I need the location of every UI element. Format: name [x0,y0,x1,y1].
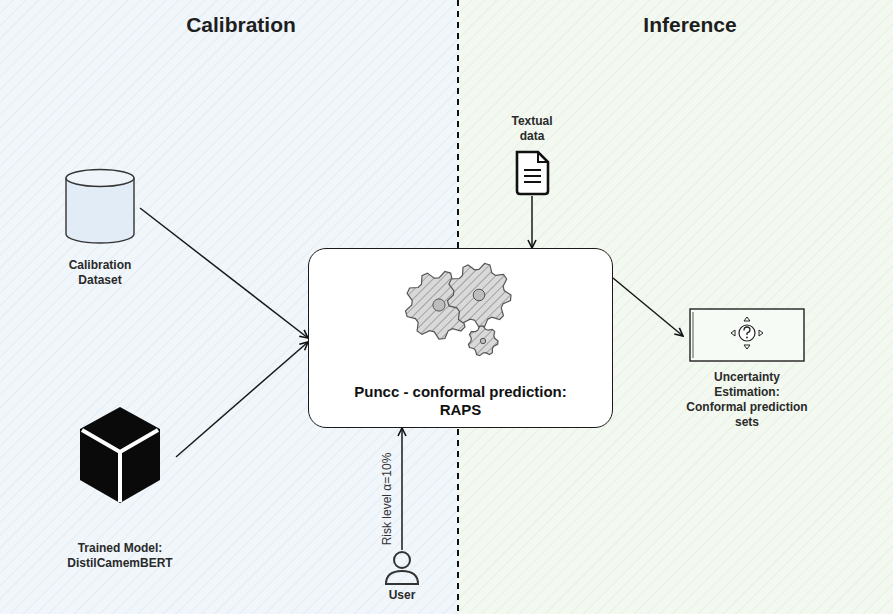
cube-edges [82,430,158,502]
node-label: Puncc - conformal prediction: RAPS [341,383,581,419]
gear-hub [473,289,485,301]
region-heading: Inference [643,13,736,37]
cube-body [80,407,160,503]
edge-label: Risk level α=10% [380,453,394,546]
document-outline [517,152,548,194]
output-node: Uncertainty Estimation: Conformal predic… [683,308,811,430]
question-mark [744,327,750,335]
uncertainty-frame [690,309,804,361]
user-node: User [372,550,432,603]
process-box: Puncc - conformal prediction: RAPS [308,248,613,428]
document-fold [538,152,548,162]
connector-arrow [140,208,308,338]
gears-icon [397,255,521,367]
node-label: User [389,588,416,603]
icon-holder [78,405,162,505]
gear [448,264,512,328]
node-label: Calibration Dataset [60,258,140,288]
dataset-node: Calibration Dataset [60,168,140,288]
node-label: Uncertainty Estimation: Conformal predic… [683,370,811,430]
connector-arrow [176,342,308,457]
connector-arrow [613,278,683,336]
uncertainty-icon [689,308,805,362]
connector-arrow [531,196,533,248]
region-heading: Calibration [186,13,296,37]
document-lines [524,170,541,182]
cylinder-body [66,178,134,243]
document-icon [513,150,551,196]
question-circle [739,325,755,341]
connector-arrow [401,428,403,550]
icon-holder [382,550,422,586]
model-node: Trained Model: DistilCamemBERT [64,405,176,571]
input-node: Textual data [499,114,565,196]
model-cube-icon [78,405,162,505]
database-icon [64,168,136,246]
gear-hub [433,299,445,311]
gear-hub [480,338,485,343]
question-dot [746,337,748,339]
cylinder-top [66,170,134,187]
direction-arrows [731,317,763,349]
icon-holder [513,150,551,196]
node-label: Textual data [499,114,565,144]
gear [468,326,498,356]
node-label: Trained Model: DistilCamemBERT [64,541,176,571]
user-body [386,571,418,584]
user-icon [382,550,422,586]
icon-holder [689,308,805,362]
user-head [394,552,410,568]
icon-holder [64,168,136,246]
frame-shade [693,312,694,358]
